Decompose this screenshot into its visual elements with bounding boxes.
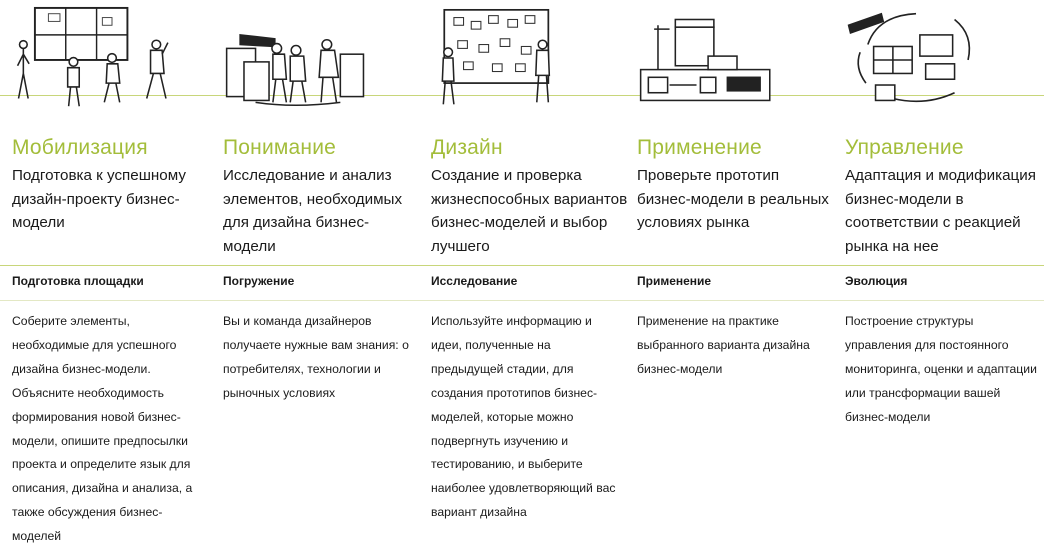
telescope-research-icon [225, 34, 365, 107]
phase-description: Создание и проверка жизнеспособных вариа… [431, 167, 628, 255]
activity-details: Используйте информацию и идеи, полученны… [431, 314, 616, 520]
wall-of-sticky-notes-icon [441, 8, 551, 105]
phase-column-management: Управление Адаптация и модификация бизне… [845, 0, 1040, 528]
phase-column-understanding: Понимание Исследование и анализ элементо… [223, 0, 421, 528]
phase-title: Мобилизация [12, 136, 148, 159]
activity-details: Соберите элементы, необходимые для успеш… [12, 314, 193, 544]
phase-column-design: Дизайн Создание и проверка жизнеспособны… [431, 0, 629, 528]
phase-title: Дизайн [431, 136, 503, 159]
building-construction-icon [639, 18, 771, 102]
rule-bottom [0, 300, 1044, 301]
activity-details: Применение на практике выбранного вариан… [637, 314, 810, 376]
team-at-board-icon [16, 6, 169, 107]
management-cycle-icon [847, 12, 971, 103]
phase-description: Проверьте прототип бизнес-модели в реаль… [637, 167, 829, 231]
activity-heading: Погружение [223, 274, 295, 288]
phase-column-mobilization: Мобилизация Подготовка к успешному дизай… [12, 0, 210, 543]
activity-heading: Подготовка площадки [12, 274, 144, 288]
activity-heading: Эволюция [845, 274, 908, 288]
rule-top [0, 95, 1044, 96]
phase-description: Подготовка к успешному дизайн-проекту би… [12, 167, 186, 231]
phase-title: Применение [637, 136, 762, 159]
phase-description: Исследование и анализ элементов, необход… [223, 167, 403, 255]
phase-title: Понимание [223, 136, 337, 159]
rule-middle [0, 265, 1044, 266]
phase-title: Управление [845, 136, 964, 159]
activity-details: Построение структуры управления для пост… [845, 314, 1037, 424]
activity-heading: Исследование [431, 274, 518, 288]
activity-heading: Применение [637, 274, 712, 288]
phase-description: Адаптация и модификация бизнес-модели в … [845, 167, 1036, 255]
phase-column-implementation: Применение Проверьте прототип бизнес-мод… [637, 0, 835, 528]
activity-details: Вы и команда дизайнеров получаете нужные… [223, 314, 409, 400]
